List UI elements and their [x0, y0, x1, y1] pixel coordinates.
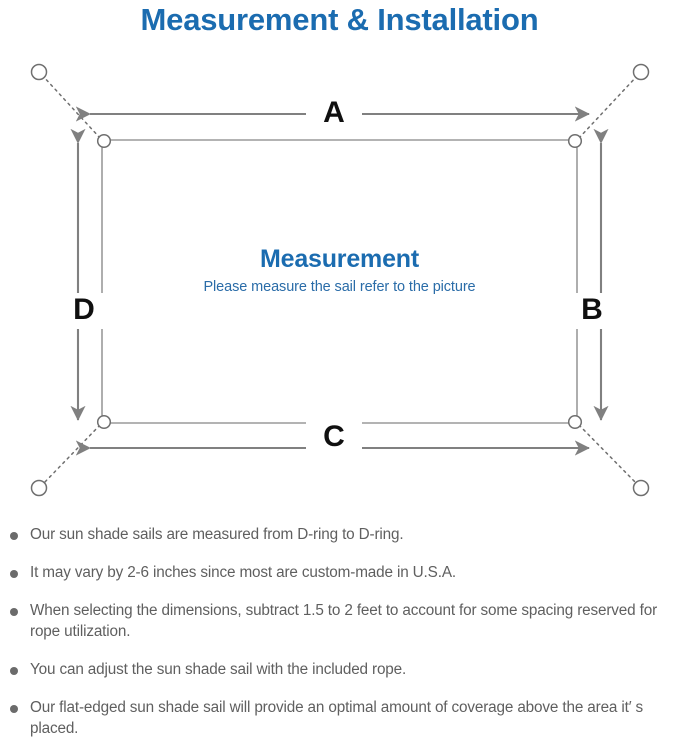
note-text: You can adjust the sun shade sail with t…	[30, 661, 407, 678]
measurement-diagram: A B C D Measurement Please measure the s…	[0, 44, 679, 520]
anchor-point-top-left	[30, 63, 48, 81]
anchor-point-top-right	[632, 63, 650, 81]
d-ring-top-right	[567, 133, 583, 149]
note-text: Our sun shade sails are measured from D-…	[30, 526, 404, 543]
rope-line-bottom-left	[41, 424, 101, 486]
bullet-icon	[10, 667, 18, 675]
list-item: It may vary by 2-6 inches since most are…	[0, 562, 679, 583]
list-item: Our sun shade sails are measured from D-…	[0, 524, 679, 545]
anchor-point-bottom-left	[30, 479, 48, 497]
list-item: Our flat-edged sun shade sail will provi…	[0, 697, 679, 739]
note-text: It may vary by 2-6 inches since most are…	[30, 564, 456, 581]
d-ring-bottom-left	[96, 414, 112, 430]
dimension-label-c: C	[306, 420, 362, 456]
dimension-label-a: A	[306, 96, 362, 132]
anchor-point-bottom-right	[632, 479, 650, 497]
note-text: When selecting the dimensions, subtract …	[30, 602, 658, 640]
rope-line-top-left	[41, 74, 101, 139]
bullet-icon	[10, 570, 18, 578]
page-title: Measurement & Installation	[140, 2, 539, 37]
d-ring-top-left	[96, 133, 112, 149]
notes-list: Our sun shade sails are measured from D-…	[0, 524, 679, 756]
dimension-label-b: B	[568, 293, 616, 329]
sail-panel	[101, 139, 578, 424]
rope-line-bottom-right	[578, 424, 639, 486]
diagram-svg	[30, 63, 650, 497]
list-item: You can adjust the sun shade sail with t…	[0, 659, 679, 680]
d-ring-bottom-right	[567, 414, 583, 430]
note-text: Our flat-edged sun shade sail will provi…	[30, 699, 644, 737]
list-item: When selecting the dimensions, subtract …	[0, 600, 679, 642]
rope-line-top-right	[578, 74, 639, 139]
dimension-label-d: D	[60, 293, 108, 329]
bullet-icon	[10, 608, 18, 616]
bullet-icon	[10, 705, 18, 713]
bullet-icon	[10, 532, 18, 540]
